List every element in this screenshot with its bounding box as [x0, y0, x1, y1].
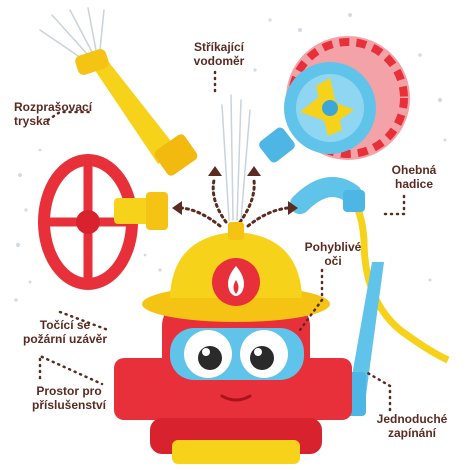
label-accessory-storage-line-2: příslušenství — [31, 398, 107, 412]
label-spraying-meter-line-1: Stříkající — [193, 40, 245, 54]
goggle-eyes — [170, 328, 304, 402]
label-accessory-storage: Prostor pro příslušenství — [24, 384, 114, 412]
label-spraying-meter: Stříkající vodoměr — [174, 40, 264, 68]
label-movable-eyes-line-2: oči — [324, 254, 342, 268]
water-spray — [39, 7, 251, 221]
label-flexible-hose: Ohebná hadice — [384, 163, 444, 191]
label-spinning-valve: Točící se požární uzávěr — [10, 318, 120, 346]
label-flexible-hose-line-2: hadice — [394, 177, 433, 191]
label-easy-switch: Jednoduché zapínání — [372, 412, 452, 440]
arrowheads — [172, 166, 298, 215]
label-spray-nozzle: Rozprašovací tryska — [14, 100, 92, 128]
label-easy-switch-line-1: Jednoduché — [376, 412, 448, 426]
label-spraying-meter-line-2: vodoměr — [193, 54, 245, 68]
label-movable-eyes: Pohyblivé oči — [298, 240, 368, 268]
flexible-hose — [290, 177, 450, 364]
fire-flame-emblem-icon — [228, 266, 244, 296]
firefighter-helmet — [142, 222, 330, 322]
label-movable-eyes-line-1: Pohyblivé — [304, 240, 362, 254]
label-easy-switch-line-2: zapínání — [387, 426, 436, 440]
label-flexible-hose-line-1: Ohebná — [391, 163, 437, 177]
label-accessory-storage-line-1: Prostor pro — [36, 384, 102, 398]
label-spray-nozzle-line-2: tryska — [14, 114, 50, 128]
label-spinning-valve-line-2: požární uzávěr — [22, 332, 108, 346]
direction-arrows — [180, 178, 290, 228]
spinning-valve-wheel — [38, 154, 168, 290]
label-spinning-valve-line-1: Točící se — [39, 318, 91, 332]
label-spray-nozzle-line-1: Rozprašovací — [14, 100, 93, 114]
spraying-meter — [259, 36, 410, 163]
leader-lines — [38, 70, 406, 412]
water-droplets — [14, 13, 447, 342]
spray-nozzle — [75, 49, 198, 176]
